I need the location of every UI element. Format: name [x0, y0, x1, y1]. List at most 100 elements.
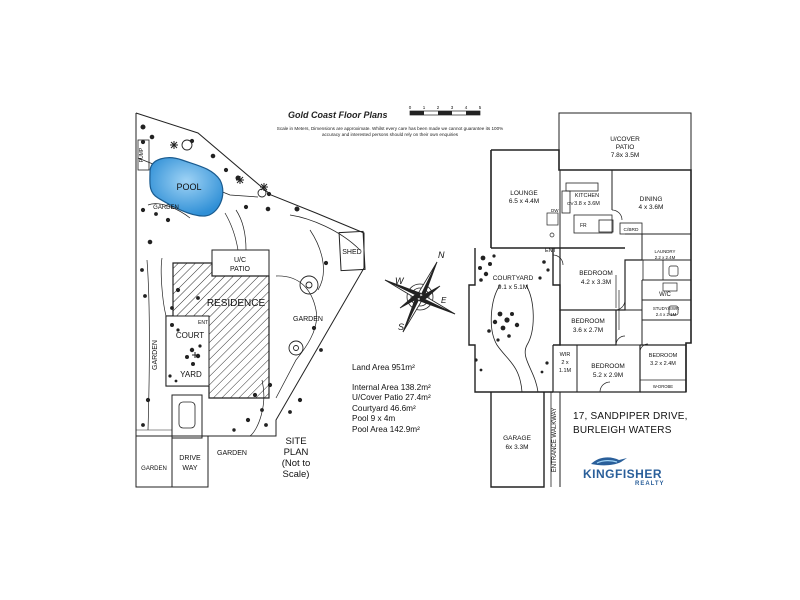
- room-label: BEDROOM: [649, 353, 678, 359]
- room-label: COURTYARD: [493, 275, 534, 282]
- room-label: LAUNDRY: [655, 249, 676, 254]
- compass-rose: N W E S: [384, 250, 456, 333]
- site-boundary: [135, 112, 365, 488]
- room-label: LOUNGE: [510, 190, 538, 197]
- room-label: KITCHEN: [575, 193, 599, 199]
- address-line: 17, SANDPIPER DRIVE,: [573, 411, 688, 422]
- fixture-label: OV: [567, 201, 574, 206]
- room-label: BEDROOM: [571, 318, 605, 325]
- court-yard-plants: [168, 323, 202, 383]
- room-label: BEDROOM: [579, 270, 613, 277]
- svg-text:N: N: [438, 250, 445, 260]
- garden-label: GARDEN: [293, 316, 323, 323]
- courtyard-plants: [474, 254, 550, 374]
- drive-label: DRIVE: [179, 455, 201, 462]
- room-label: W/C: [659, 292, 671, 298]
- tv-unit: [546, 212, 559, 226]
- site-trees: [181, 139, 319, 356]
- garden-label: GARDEN: [217, 450, 247, 457]
- room-label: STUDY/SWR: [653, 306, 679, 311]
- toilet-icon: [668, 265, 679, 277]
- logo-sub: REALTY: [635, 481, 665, 487]
- carport-box: [171, 394, 203, 439]
- room-label: W-DROBE: [653, 384, 673, 389]
- room-dim: 2.4 x 2.1M: [656, 312, 677, 317]
- pool-size: Pool 9 x 4m: [352, 414, 396, 423]
- site-plants: [140, 124, 329, 432]
- room-label: BEDROOM: [591, 363, 625, 370]
- plan-title: Gold Coast Floor Plans: [288, 110, 388, 120]
- scale-tick: 2: [437, 105, 440, 110]
- scale-tick: 5: [479, 105, 482, 110]
- caption-line: (Not to: [281, 458, 311, 469]
- room-dim: 1.1M: [559, 368, 572, 374]
- room-dim: 7.8x 3.5M: [611, 152, 640, 159]
- room-label: WIR: [560, 352, 571, 358]
- site-star-plants: [170, 141, 268, 358]
- door-swing: [611, 209, 623, 221]
- svg-text:S: S: [398, 322, 404, 332]
- scale-bar: 0 1 2 3 4 5: [409, 105, 482, 116]
- residence-label: RESIDENCE: [207, 298, 266, 309]
- uc-label: U/C: [234, 257, 246, 264]
- garden-label: GARDEN: [141, 466, 167, 472]
- room-dim: 2.2 x 2.4M: [655, 255, 676, 260]
- room-dim: 9.1 x 5.1M: [498, 284, 528, 291]
- fixture-label: FR: [580, 223, 587, 229]
- garden-label: GARDEN: [152, 340, 159, 370]
- site-plan: [135, 112, 366, 488]
- caption-line: PLAN: [283, 447, 309, 458]
- pool-shape: [149, 157, 224, 217]
- disclaimer-text: Scale in Meters, Dimensions are approxim…: [276, 126, 504, 137]
- site-plan-caption: SITE PLAN (Not to Scale): [276, 436, 316, 480]
- room-dim: 2 x: [561, 360, 569, 366]
- room-dim: 6.5 x 4.4M: [509, 198, 539, 205]
- car-icon: [178, 401, 196, 429]
- svg-text:W: W: [395, 276, 405, 286]
- room-dim: 4.2 x 3.3M: [581, 279, 611, 286]
- ent-label: ENT: [198, 320, 208, 326]
- land-area: Land Area 951m²: [352, 363, 415, 372]
- basin-icon: [662, 282, 678, 292]
- shed-label: SHED: [342, 249, 361, 256]
- address-line: BURLEIGH WATERS: [573, 425, 672, 436]
- room-dim: 6x 3.3M: [505, 444, 528, 451]
- courtyard-path: [490, 284, 539, 393]
- scale-tick: 1: [423, 105, 426, 110]
- room-label: U/COVER: [610, 136, 640, 143]
- room-dim: 4 x 3.6M: [639, 204, 664, 211]
- kingfisher-bird-icon: [591, 457, 627, 466]
- fixtures: [546, 209, 679, 393]
- scale-tick: 0: [409, 105, 412, 110]
- walkway-label: ENTRANCE WALKWAY: [552, 408, 558, 472]
- room-dim: 3.8 x 3.6M: [574, 201, 600, 207]
- caption-line: SITE: [285, 436, 307, 447]
- svg-text:E: E: [441, 296, 447, 305]
- uc-patio-area: U/Cover Patio 27.4m²: [352, 393, 431, 402]
- way-label: WAY: [182, 465, 197, 472]
- area-stats: Land Area 951m² Internal Area 138.2m² U/…: [352, 363, 431, 435]
- pool-area: Pool Area 142.9m²: [352, 424, 420, 434]
- logo-name: KINGFISHER: [583, 467, 663, 481]
- patio-label: PATIO: [230, 266, 251, 273]
- pump-label: PUMP: [139, 147, 145, 162]
- room-label: C/BRD: [624, 227, 639, 233]
- scale-tick: 3: [451, 105, 454, 110]
- ent-label: ENT: [545, 248, 557, 254]
- kingfisher-logo: KINGFISHER REALTY: [583, 448, 693, 488]
- room-label: DINING: [640, 196, 663, 203]
- scale-tick: 4: [465, 105, 468, 110]
- pool-label: POOL: [176, 182, 201, 192]
- internal-area: Internal Area 138.2m²: [352, 382, 431, 392]
- courtyard-area: Courtyard 46.6m²: [352, 403, 416, 413]
- garden-label: GARDEN: [153, 205, 179, 211]
- room-label: GARAGE: [503, 435, 531, 442]
- shed-box: [338, 230, 366, 272]
- property-address: 17, SANDPIPER DRIVE, BURLEIGH WATERS: [573, 410, 693, 438]
- caption-line: Scale): [282, 469, 310, 480]
- floor-plan: [468, 112, 692, 488]
- room-dim: 3.6 x 2.7M: [573, 327, 603, 334]
- room-dim: 5.2 x 2.9M: [593, 372, 623, 379]
- court-label: COURT: [176, 331, 204, 340]
